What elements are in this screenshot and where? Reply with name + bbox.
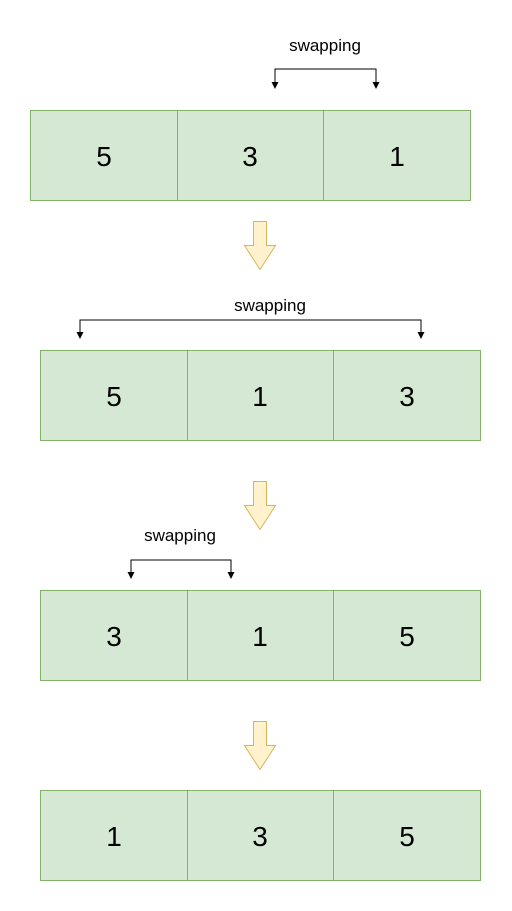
arrowhead-icon <box>372 82 380 89</box>
swap-label: swapping <box>144 526 216 545</box>
cell-box <box>40 590 188 681</box>
cell-box <box>30 110 178 201</box>
array-row-1: 5 3 1 <box>30 110 471 201</box>
cell-value: 5 <box>106 381 122 412</box>
cell-box <box>40 350 188 441</box>
step-1: swapping 5 3 1 <box>30 36 471 201</box>
array-cell: 1 <box>323 110 471 201</box>
cell-value: 1 <box>389 141 405 172</box>
cell-box <box>333 790 481 881</box>
cell-box <box>187 590 334 681</box>
cell-box <box>177 110 324 201</box>
arrowhead-icon <box>417 332 425 339</box>
swap-bracket-line <box>130 559 232 574</box>
cell-box <box>333 590 481 681</box>
array-row-2: 5 1 3 <box>40 350 481 441</box>
swap-bracket-line <box>274 68 377 84</box>
cell-box <box>333 350 481 441</box>
array-cell: 1 <box>187 590 334 681</box>
arrowhead-icon <box>76 332 84 339</box>
swap-label: swapping <box>289 36 361 55</box>
array-cell: 3 <box>177 110 324 201</box>
array-cell: 1 <box>40 790 188 881</box>
arrowhead-icon <box>127 572 135 579</box>
step-2: swapping 5 1 3 <box>40 296 481 441</box>
cell-value: 1 <box>252 381 268 412</box>
array-row-3: 3 1 5 <box>40 590 481 681</box>
arrowhead-icon <box>227 572 235 579</box>
array-cell: 5 <box>30 110 178 201</box>
array-cell: 3 <box>40 590 188 681</box>
swap-bracket-1: swapping <box>271 36 380 89</box>
array-cell: 5 <box>333 790 481 881</box>
cell-box <box>323 110 471 201</box>
array-cell: 1 <box>187 350 334 441</box>
cell-value: 3 <box>242 141 258 172</box>
step-4: 1 3 5 <box>40 790 481 881</box>
swap-bracket-line <box>79 319 422 334</box>
cell-value: 1 <box>106 821 122 852</box>
swap-bracket-2: swapping <box>76 296 425 339</box>
down-arrow-icon <box>243 221 277 271</box>
cell-value: 1 <box>252 621 268 652</box>
cell-box <box>187 350 334 441</box>
down-arrow-icon <box>243 481 277 531</box>
swap-label: swapping <box>234 296 306 315</box>
array-row-4: 1 3 5 <box>40 790 481 881</box>
cell-value: 3 <box>252 821 268 852</box>
cell-value: 5 <box>399 621 415 652</box>
cell-value: 3 <box>399 381 415 412</box>
array-cell: 5 <box>40 350 188 441</box>
step-3: swapping 3 1 5 <box>40 526 481 681</box>
arrowhead-icon <box>271 82 279 89</box>
cell-value: 5 <box>399 821 415 852</box>
cell-box <box>40 790 188 881</box>
down-arrow-icon <box>243 721 277 771</box>
array-cell: 3 <box>187 790 334 881</box>
cell-value: 5 <box>96 141 112 172</box>
array-cell: 5 <box>333 590 481 681</box>
swap-bracket-3: swapping <box>127 526 235 579</box>
array-cell: 3 <box>333 350 481 441</box>
cell-value: 3 <box>106 621 122 652</box>
